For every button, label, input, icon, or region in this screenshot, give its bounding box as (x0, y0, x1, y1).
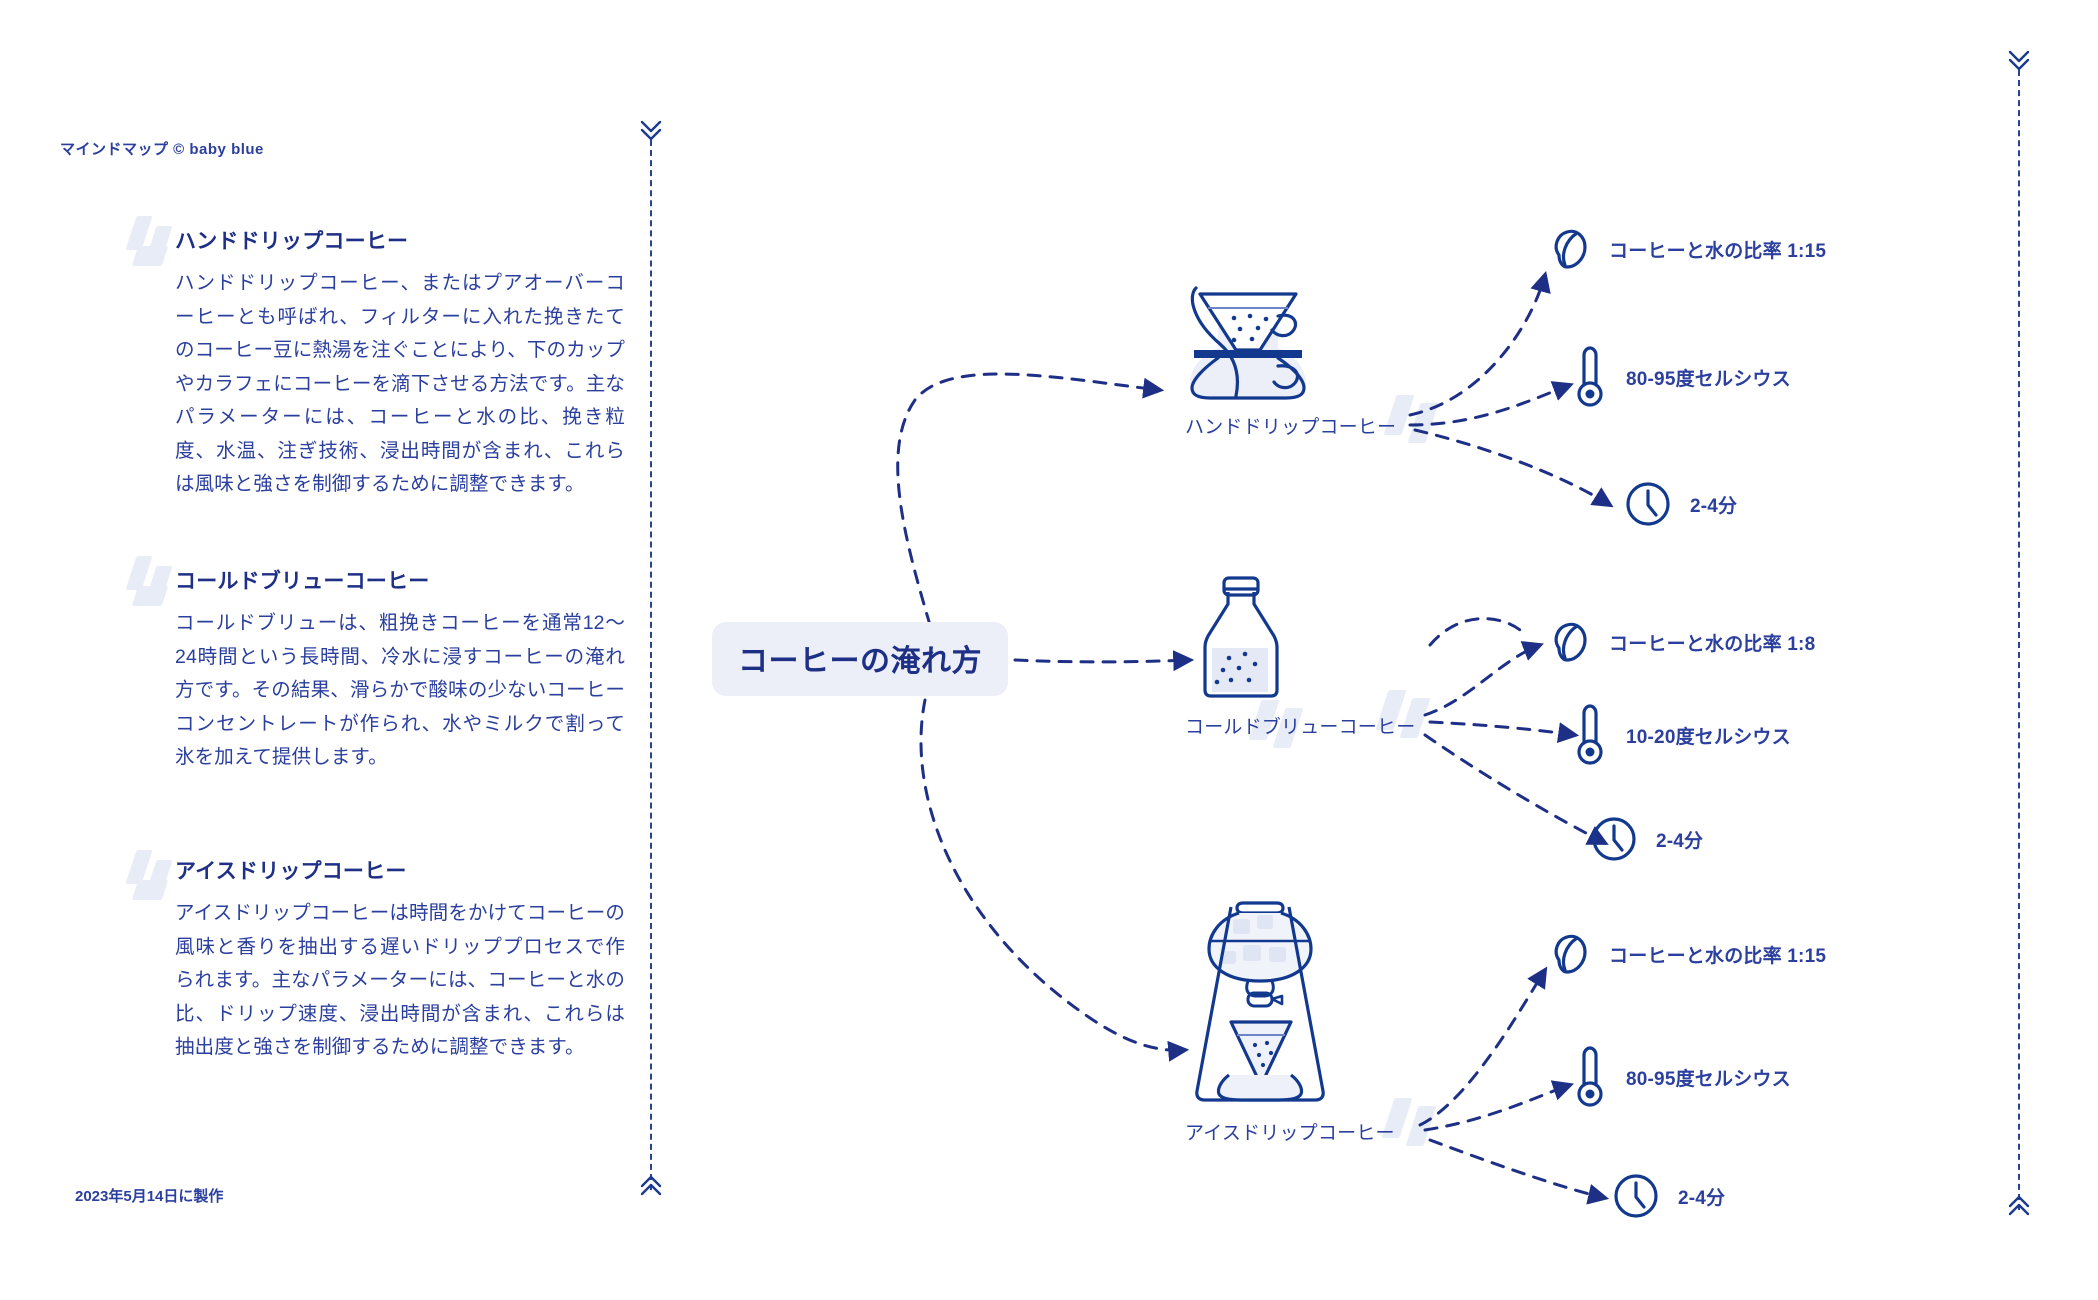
section-cold-brew: コールドブリューコーヒー コールドブリューは、粗挽きコーヒーを通常12〜24時間… (125, 556, 625, 775)
branch-label-ice-drip: アイスドリップコーヒー (1185, 1123, 1395, 1144)
section-hand-drip: ハンドドリップコーヒー ハンドドリップコーヒー、またはプアオーバーコーヒーとも呼… (125, 216, 625, 502)
right-divider-bottom-arrow-icon (2006, 1192, 2032, 1218)
clock-icon (1588, 813, 1640, 865)
branch-label-hand-drip: ハンドドリップコーヒー (1185, 417, 1397, 438)
section-body: コールドブリューは、粗挽きコーヒーを通常12〜24時間という長時間、冷水に浸すコ… (175, 612, 625, 769)
leaf-label: 2-4分 (1690, 495, 1738, 517)
leaf-label: コーヒーと水の比率 1:8 (1609, 633, 1816, 655)
leaf-cold-brew-time: 2-4分 (1588, 813, 1703, 865)
diamond-decoration (1381, 1098, 1458, 1168)
center-topic-node: コーヒーの淹れ方 (712, 622, 1008, 696)
clock-icon (1622, 478, 1674, 530)
leaf-label: 10-20度セルシウス (1626, 726, 1791, 748)
leaf-label: コーヒーと水の比率 1:15 (1609, 240, 1827, 262)
leaf-label: 80-95度セルシウス (1626, 1068, 1791, 1090)
section-heading: アイスドリップコーヒー (175, 860, 407, 883)
section-heading: ハンドドリップコーヒー (175, 230, 409, 253)
leaf-cold-brew-ratio: コーヒーと水の比率 1:8 (1545, 618, 1815, 666)
leaf-label: 2-4分 (1656, 830, 1704, 852)
leaf-ice-drip-time: 2-4分 (1610, 1170, 1725, 1222)
section-ice-drip: アイスドリップコーヒー アイスドリップコーヒーは時間をかけてコーヒーの風味と香り… (125, 850, 625, 1065)
leaf-ice-drip-ratio: コーヒーと水の比率 1:15 (1545, 930, 1826, 978)
thermometer-icon (1570, 345, 1610, 409)
left-divider-dashed-line (650, 140, 652, 1190)
ice-drip-tower-icon (1185, 895, 1335, 1105)
branch-label-cold-brew: コールドブリューコーヒー (1185, 717, 1416, 738)
pour-over-dripper-icon (1178, 272, 1318, 402)
right-divider-dashed-line (2018, 70, 2020, 1210)
clock-icon (1610, 1170, 1662, 1222)
thermometer-icon (1570, 1045, 1610, 1109)
leaf-label: 80-95度セルシウス (1626, 368, 1791, 390)
leaf-hand-drip-ratio: コーヒーと水の比率 1:15 (1545, 225, 1826, 273)
leaf-hand-drip-time: 2-4分 (1622, 478, 1737, 530)
coffee-bean-icon (1545, 930, 1593, 978)
leaf-ice-drip-temperature: 80-95度セルシウス (1570, 1045, 1791, 1109)
divider-bottom-arrow-icon (638, 1172, 664, 1198)
production-date: 2023年5月14日に製作 (75, 1188, 224, 1205)
thermometer-icon (1570, 703, 1610, 767)
bottle-icon (1195, 570, 1305, 700)
diamond-decoration (1383, 395, 1460, 465)
coffee-bean-icon (1545, 225, 1593, 273)
right-divider-top-arrow-icon (2006, 48, 2032, 74)
section-body: ハンドドリップコーヒー、またはプアオーバーコーヒーとも呼ばれ、フィルターに入れた… (175, 272, 625, 496)
divider-top-arrow-icon (638, 118, 664, 144)
leaf-label: コーヒーと水の比率 1:15 (1609, 945, 1827, 967)
leaf-cold-brew-temperature: 10-20度セルシウス (1570, 703, 1791, 767)
leaf-label: 2-4分 (1678, 1187, 1726, 1209)
section-heading: コールドブリューコーヒー (175, 570, 430, 593)
section-body: アイスドリップコーヒーは時間をかけてコーヒーの風味と香りを抽出する遅いドリッププ… (175, 902, 625, 1059)
leaf-hand-drip-temperature: 80-95度セルシウス (1570, 345, 1791, 409)
coffee-bean-icon (1545, 618, 1593, 666)
brand-credit: マインドマップ © baby blue (60, 141, 264, 158)
